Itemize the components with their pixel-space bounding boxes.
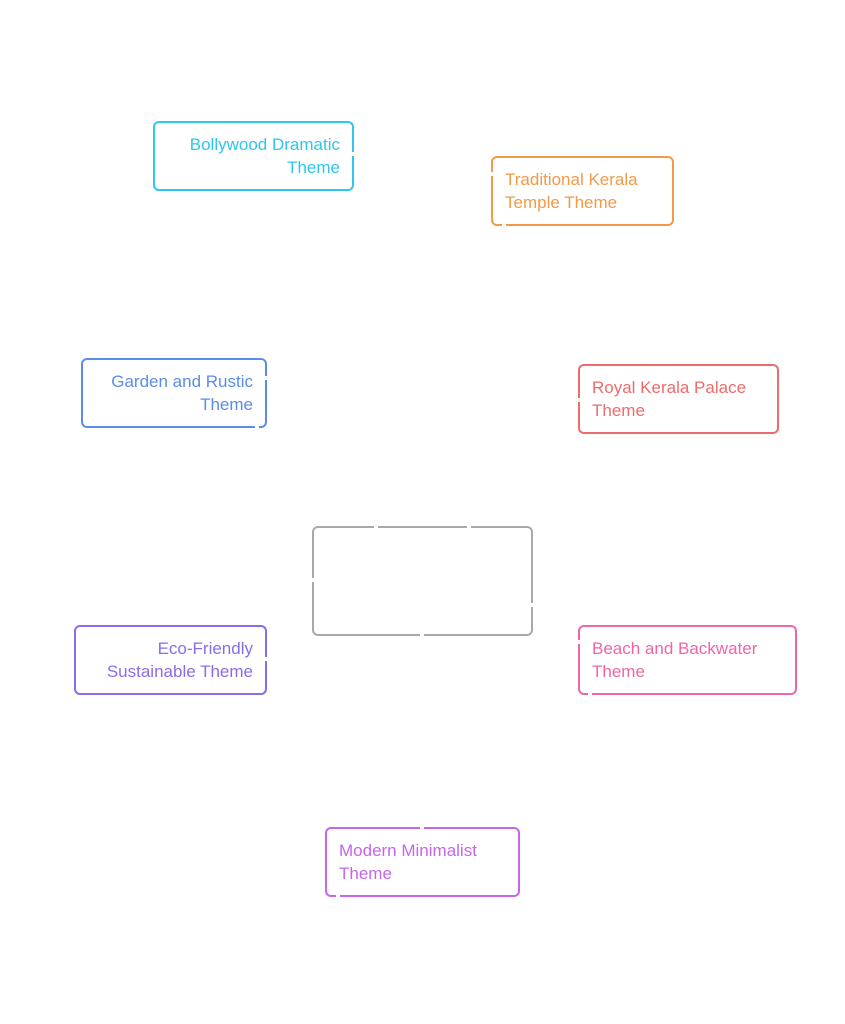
theme-label-line2: Theme <box>592 662 645 681</box>
theme-label-line1: Royal Kerala Palace <box>592 378 747 397</box>
theme-label-line2: Theme <box>200 395 253 414</box>
central-node <box>312 526 533 636</box>
theme-label-line2: Theme <box>287 158 340 177</box>
theme-label-line2: Theme <box>592 401 645 420</box>
theme-label-line1: Eco-Friendly <box>157 639 253 658</box>
theme-node-modern-minimalist: Modern Minimalist Theme <box>325 827 520 897</box>
theme-label-line1: Traditional Kerala <box>505 170 638 189</box>
theme-label-line1: Beach and Backwater <box>592 639 758 658</box>
theme-label-line1: Garden and Rustic <box>111 372 253 391</box>
theme-label-line2: Sustainable Theme <box>106 662 253 681</box>
theme-node-eco-friendly: Eco-Friendly Sustainable Theme <box>74 625 267 695</box>
theme-node-kerala-temple: Traditional Kerala Temple Theme <box>491 156 674 226</box>
theme-label-line2: Temple Theme <box>505 193 618 212</box>
theme-node-bollywood: Bollywood Dramatic Theme <box>153 121 354 191</box>
theme-label-line1: Modern Minimalist <box>339 841 477 860</box>
theme-label-line1: Bollywood Dramatic <box>189 135 340 154</box>
theme-label-line2: Theme <box>339 864 392 883</box>
theme-node-garden-rustic: Garden and Rustic Theme <box>81 358 267 428</box>
theme-node-royal-palace: Royal Kerala Palace Theme <box>578 364 779 434</box>
theme-node-beach-backwater: Beach and Backwater Theme <box>578 625 797 695</box>
